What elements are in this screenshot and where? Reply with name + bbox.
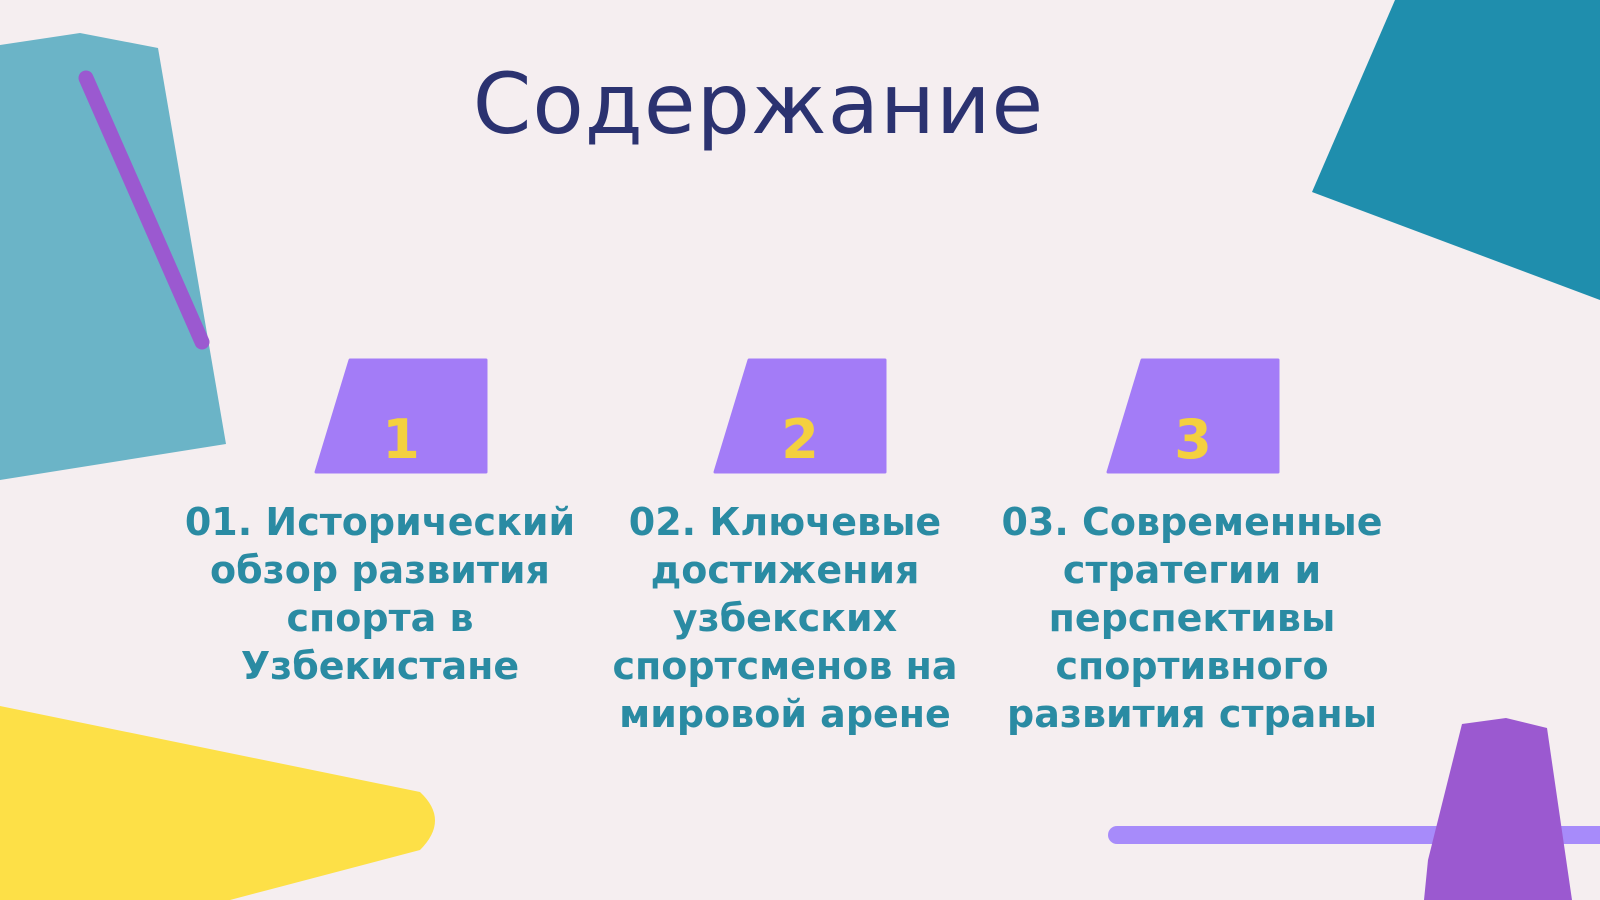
contents-item-1: 1 01. Исторический обзор развития спорта…: [180, 358, 580, 758]
item-1-text: 01. Исторический обзор развития спорта в…: [184, 500, 576, 688]
item-1-badge-shape: [314, 358, 488, 474]
item-3-text: 03. Современные стратегии и перспективы …: [1001, 500, 1383, 736]
item-3-number: 3: [1174, 408, 1212, 471]
teal-dark-shape: [1312, 0, 1600, 300]
purple-diagonal-stroke: [78, 70, 210, 350]
item-3-badge: 3: [1106, 358, 1280, 474]
item-1-badge: 1: [314, 358, 488, 474]
contents-item-2: 2 02. Ключевые достижения узбекских спор…: [585, 358, 985, 758]
item-2-text: 02. Ключевые достижения узбекских спортс…: [612, 500, 958, 736]
item-2-number: 2: [781, 408, 819, 471]
item-1-number: 1: [382, 408, 420, 471]
teal-light-shape: [0, 33, 226, 480]
purple-corner-shape: [1424, 718, 1572, 900]
contents-item-3: 3 03. Современные стратегии и перспектив…: [992, 358, 1392, 758]
item-3-badge-shape: [1106, 358, 1280, 474]
page-title: Содержание: [472, 55, 1045, 153]
yellow-shape: [0, 706, 435, 900]
item-2-badge: 2: [713, 358, 887, 474]
item-2-badge-shape: [713, 358, 887, 474]
